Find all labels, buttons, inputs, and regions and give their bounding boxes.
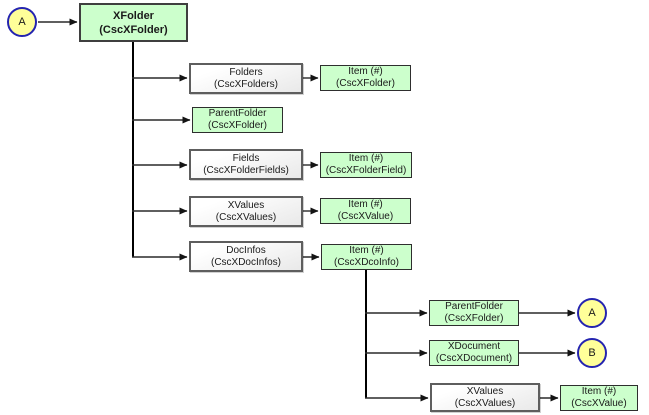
node-docinfo-parentfolder: ParentFolder (CscXFolder): [429, 300, 519, 326]
node-class: (CscXDcoInfo): [333, 257, 399, 268]
offpage-ref-label: A: [588, 307, 596, 319]
node-title: XFolder: [113, 9, 154, 22]
node-class: (CscXFolder): [208, 120, 267, 131]
node-docinfo-xvalues: XValues (CscXValues): [430, 383, 540, 412]
node-class: (CscXValues): [215, 211, 277, 223]
node-class: (CscXFolderFields): [203, 164, 289, 176]
node-class: (CscXDocInfos): [210, 256, 281, 268]
node-folders-item: Item (#) (CscXFolder): [320, 65, 411, 91]
node-class: (CscXValue): [571, 398, 627, 409]
node-folders: Folders (CscXFolders): [189, 63, 303, 94]
node-class: (CscXFolderField): [325, 165, 407, 176]
node-docinfo-xdocument: XDocument (CscXDocument): [429, 340, 519, 366]
node-title: DocInfos: [226, 244, 266, 256]
node-docinfos-item: Item (#) (CscXDcoInfo): [321, 244, 412, 270]
node-title: ParentFolder: [208, 108, 267, 119]
collection-to-item-arrows: [302, 74, 320, 261]
node-class: (CscXFolder): [99, 23, 168, 36]
node-title: Item (#): [581, 386, 617, 397]
node-title: XValues: [227, 199, 265, 211]
node-class: (CscXValue): [337, 211, 394, 222]
node-xvalues-item: Item (#) (CscXValue): [320, 198, 411, 224]
node-class: (CscXFolders): [214, 78, 278, 90]
node-title: Fields: [232, 152, 260, 164]
node-parentfolder: ParentFolder (CscXFolder): [192, 107, 283, 133]
node-class: (CscXFolder): [444, 313, 504, 324]
node-docinfos: DocInfos (CscXDocInfos): [189, 241, 303, 272]
node-title: Item (#): [349, 245, 384, 256]
docinfo-branch-arrows: [365, 309, 429, 402]
node-title: Item (#): [348, 153, 384, 164]
node-title: ParentFolder: [445, 301, 503, 312]
node-fields-item: Item (#) (CscXFolderField): [320, 152, 412, 178]
node-class: (CscXFolder): [336, 78, 395, 89]
node-fields: Fields (CscXFolderFields): [189, 149, 303, 180]
node-title: Item (#): [348, 199, 383, 210]
offpage-ref-a-right: A: [577, 298, 607, 328]
offpage-ref-label: B: [588, 347, 596, 359]
node-xfolder: XFolder (CscXFolder): [79, 3, 188, 42]
offpage-ref-label: A: [18, 16, 26, 28]
node-title: XValues: [466, 385, 504, 397]
offpage-ref-b-right: B: [577, 338, 607, 368]
node-class: (CscXDocument): [435, 353, 513, 364]
offpage-ref-a-top: A: [7, 7, 37, 37]
xfolder-branch-arrows: [132, 74, 191, 261]
node-title: XDocument: [447, 341, 501, 352]
reference-arrows: [519, 309, 576, 402]
node-title: Item (#): [348, 66, 383, 77]
node-xvalues: XValues (CscXValues): [189, 196, 303, 227]
node-docinfo-xvalues-item: Item (#) (CscXValue): [560, 385, 638, 411]
node-class: (CscXValues): [454, 397, 516, 409]
node-title: Folders: [229, 66, 263, 78]
